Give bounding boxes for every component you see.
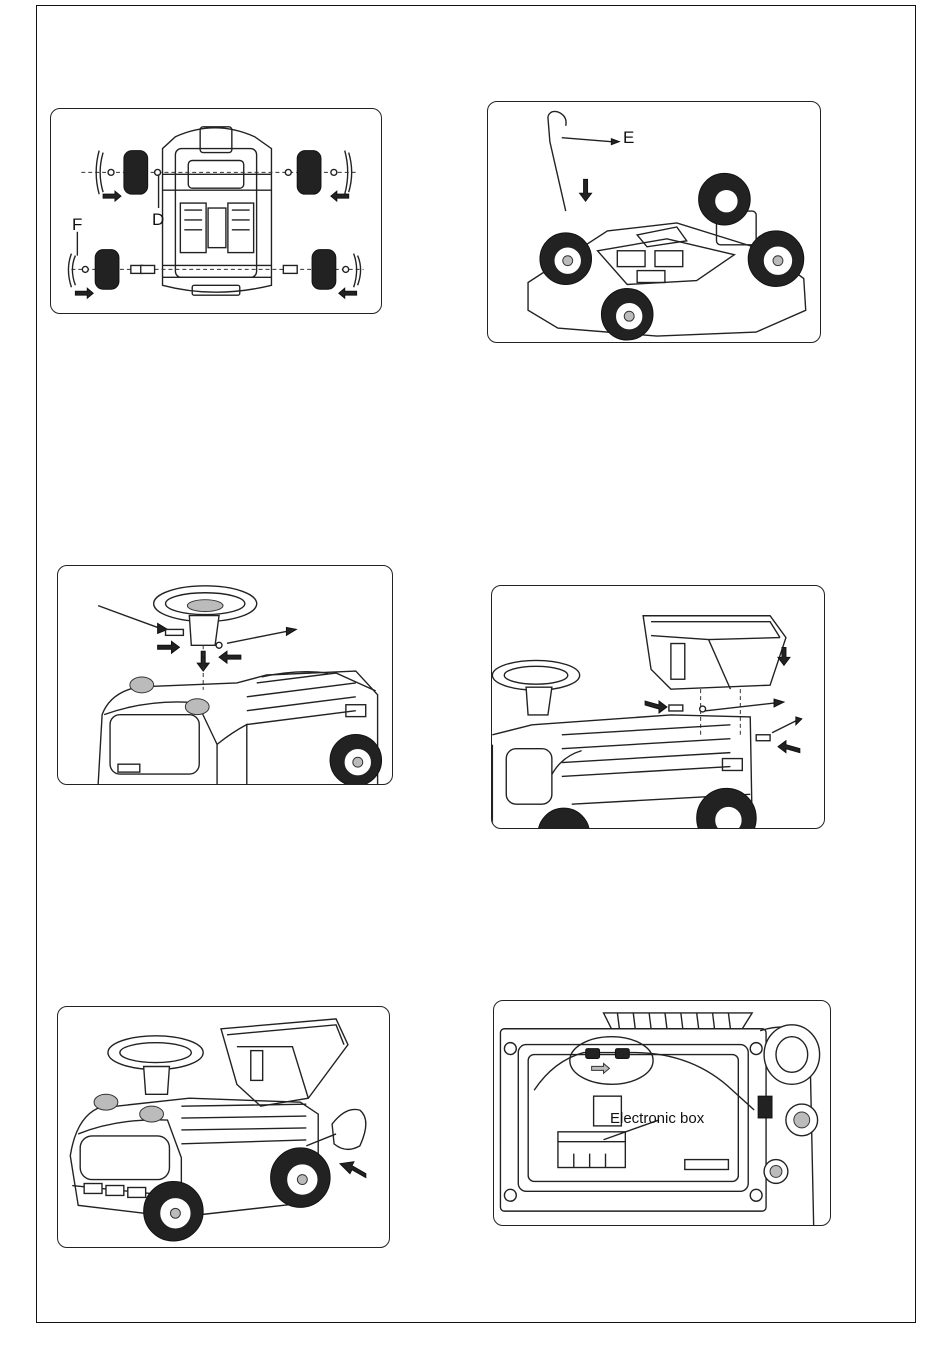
completed-vehicle-drawing xyxy=(58,1007,389,1247)
push-handle-drawing xyxy=(488,102,820,342)
illustration-electronic-box: Electronic box xyxy=(493,1000,831,1226)
label-part-e: E xyxy=(623,129,634,146)
illustration-completed-vehicle xyxy=(57,1006,390,1248)
dump-bucket-drawing xyxy=(492,586,824,828)
label-part-f: F xyxy=(72,216,82,233)
label-electronic-box: Electronic box xyxy=(610,1111,704,1126)
label-part-d: D xyxy=(152,211,164,228)
illustration-push-handle: E xyxy=(487,101,821,343)
illustration-steering-wheel xyxy=(57,565,393,785)
steering-wheel-drawing xyxy=(58,566,392,784)
illustration-wheel-assembly: D F xyxy=(50,108,382,314)
wheel-assembly-drawing xyxy=(51,109,381,313)
illustration-dump-bucket xyxy=(491,585,825,829)
